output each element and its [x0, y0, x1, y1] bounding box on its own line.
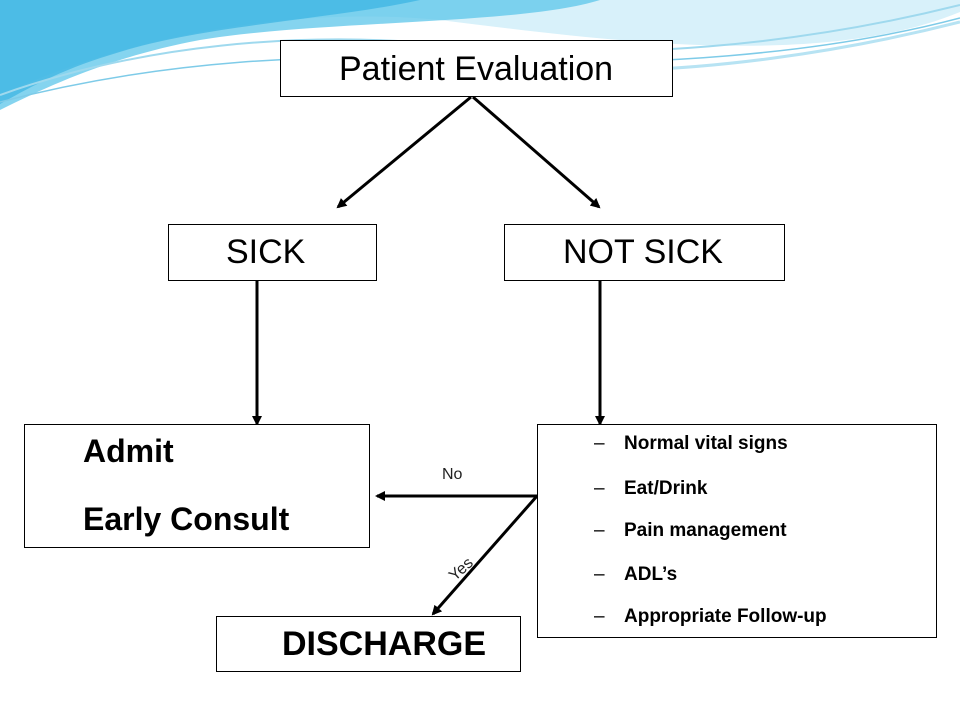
- arrow-to-not-sick: [472, 95, 601, 209]
- criteria-dash: –: [594, 520, 605, 541]
- no-branch-label: No: [442, 466, 463, 483]
- discharge-label: DISCHARGE: [282, 625, 487, 663]
- not-sick-box: NOT SICK: [504, 224, 785, 281]
- not-sick-label: NOT SICK: [563, 233, 723, 271]
- criteria-item: –Appropriate Follow-up: [594, 606, 827, 628]
- arrow-yes-to-discharge: [431, 495, 539, 616]
- discharge-box: DISCHARGE: [216, 616, 521, 672]
- criteria-text: Eat/Drink: [624, 478, 708, 499]
- criteria-text: Pain management: [624, 520, 787, 541]
- sick-label: SICK: [226, 233, 306, 271]
- admit-box: Admit Early Consult: [24, 424, 370, 548]
- patient-evaluation-box: Patient Evaluation: [280, 40, 673, 97]
- sick-box: SICK: [168, 224, 377, 281]
- criteria-dash: –: [594, 433, 605, 454]
- criteria-dash: –: [594, 478, 605, 499]
- criteria-text: Normal vital signs: [624, 433, 788, 454]
- criteria-item: –Pain management: [594, 520, 787, 542]
- discharge-criteria-box: –Normal vital signs –Eat/Drink –Pain man…: [537, 424, 937, 638]
- criteria-item: –ADL’s: [594, 564, 677, 586]
- arrow-to-sick: [336, 95, 472, 209]
- criteria-text: ADL’s: [624, 564, 678, 585]
- admit-label: Admit: [83, 433, 174, 469]
- criteria-item: –Eat/Drink: [594, 478, 707, 500]
- patient-evaluation-label: Patient Evaluation: [339, 50, 614, 88]
- criteria-text: Appropriate Follow-up: [624, 606, 827, 627]
- criteria-dash: –: [594, 606, 605, 627]
- early-consult-label: Early Consult: [83, 501, 290, 537]
- criteria-item: –Normal vital signs: [594, 433, 788, 455]
- criteria-dash: –: [594, 564, 605, 585]
